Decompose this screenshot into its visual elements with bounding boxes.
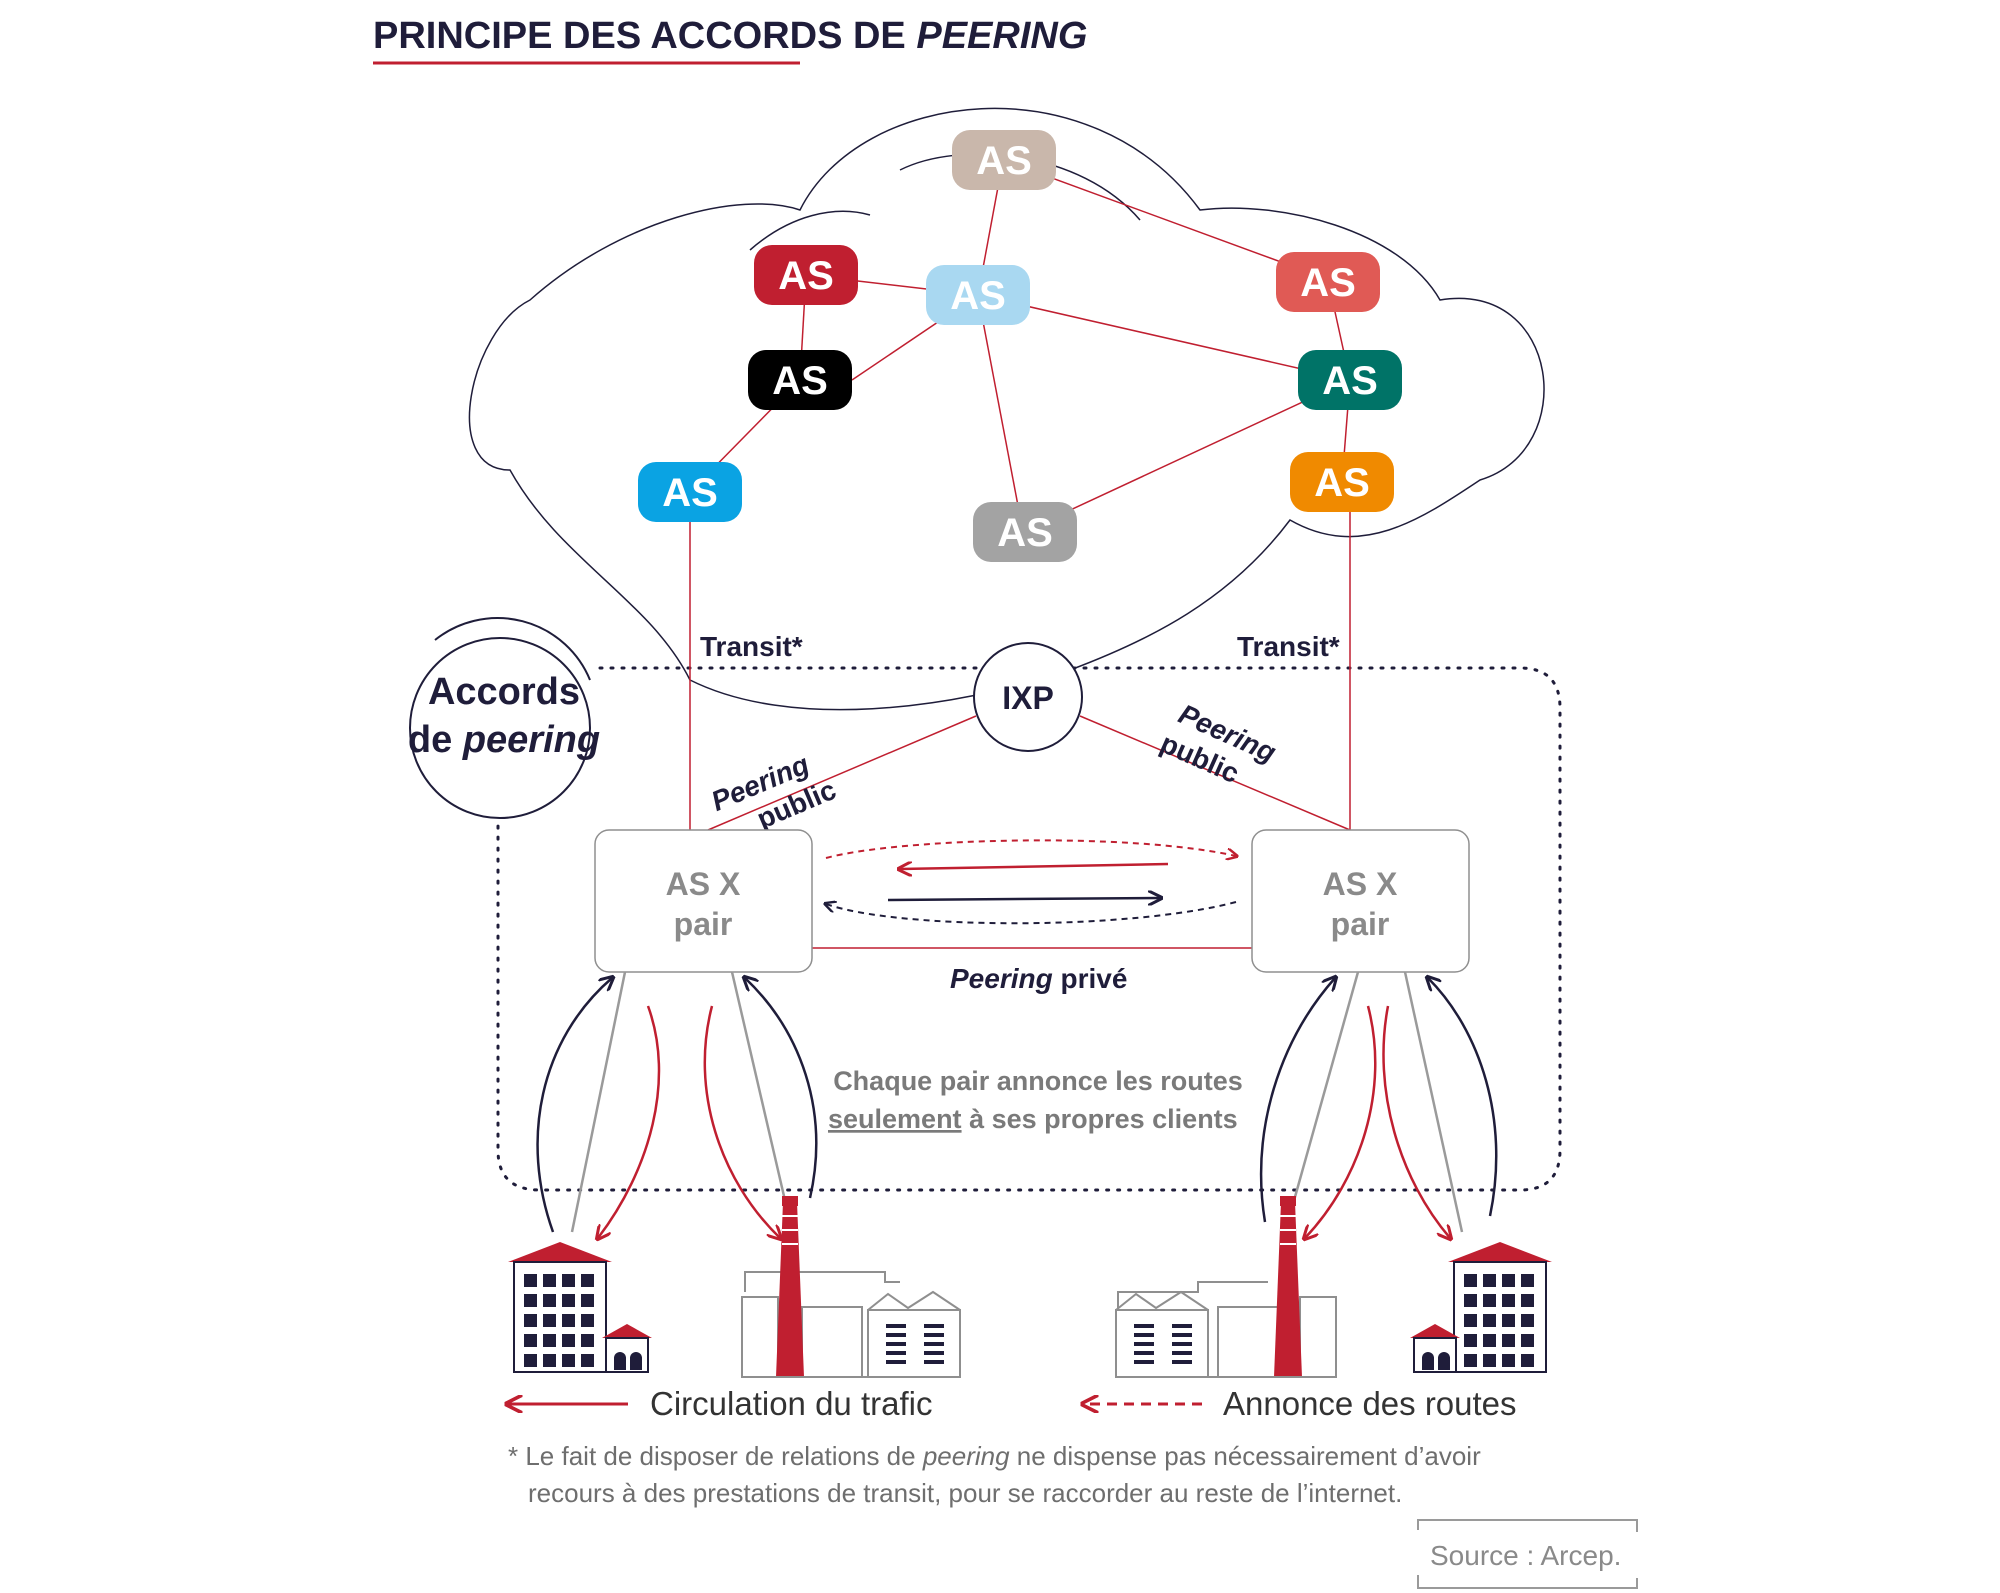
accords-peering-badge: Accords de peering	[408, 617, 600, 819]
svg-text:PRINCIPE DES ACCORDS DE PEERIN: PRINCIPE DES ACCORDS DE PEERING	[373, 15, 1087, 57]
svg-text:AS: AS	[778, 254, 834, 298]
as-node-tan: AS	[952, 130, 1056, 190]
peering-zone-outline	[496, 666, 1562, 1192]
internet-cloud	[468, 107, 1545, 711]
svg-text:Chaque pair annonce les routes: Chaque pair annonce les routes	[833, 1066, 1243, 1096]
as-node-coral: AS	[1276, 252, 1380, 312]
svg-text:AS: AS	[976, 139, 1032, 183]
svg-text:AS: AS	[997, 511, 1053, 555]
svg-text:AS X: AS X	[1323, 866, 1398, 902]
office-building-icon	[508, 1242, 652, 1373]
footnote: * Le fait de disposer de relations de pe…	[508, 1441, 1481, 1508]
factory-icon	[1115, 1196, 1337, 1378]
as-node-grey: AS	[973, 502, 1077, 562]
as-node-orange: AS	[1290, 452, 1394, 512]
as-node-teal: AS	[1298, 350, 1402, 410]
svg-text:Circulation du trafic: Circulation du trafic	[650, 1385, 932, 1422]
title: PRINCIPE DES ACCORDS DE PEERING	[373, 15, 1087, 65]
source-label: Source : Arcep.	[1417, 1519, 1638, 1589]
svg-text:recours à des prestations de t: recours à des prestations de transit, po…	[528, 1478, 1402, 1508]
as-node-red: AS	[754, 245, 858, 305]
peer-box-right: AS X pair	[1251, 829, 1470, 973]
client-flow-arrows	[536, 978, 1498, 1238]
svg-text:AS X: AS X	[666, 866, 741, 902]
public-peering-line-right	[1079, 715, 1351, 831]
client-links	[570, 971, 1464, 1233]
ixp-node: IXP	[973, 642, 1083, 752]
as-node-light-blue: AS	[926, 265, 1030, 325]
routes-note: Chaque pair annonce les routes seulement…	[828, 1066, 1243, 1134]
svg-text:AS: AS	[1322, 359, 1378, 403]
public-peering-line-left	[707, 715, 977, 831]
as-node-blue: AS	[638, 462, 742, 522]
svg-text:pair: pair	[674, 906, 733, 942]
svg-text:Annonce des routes: Annonce des routes	[1223, 1385, 1517, 1422]
svg-text:AS: AS	[772, 359, 828, 403]
svg-text:AS: AS	[1300, 261, 1356, 305]
svg-text:de peering: de peering	[408, 719, 600, 761]
svg-text:seulement à ses propres client: seulement à ses propres clients	[828, 1104, 1238, 1134]
svg-text:* Le fait de disposer de relat: * Le fait de disposer de relations de pe…	[508, 1441, 1481, 1471]
svg-text:AS: AS	[950, 274, 1006, 318]
cloud-inner-curve	[749, 210, 871, 251]
svg-text:Source : Arcep.: Source : Arcep.	[1430, 1540, 1621, 1571]
legend-routes: Annonce des routes	[1084, 1385, 1517, 1422]
svg-text:pair: pair	[1331, 906, 1390, 942]
peer-box-left: AS X pair	[594, 829, 813, 973]
svg-text:Accords: Accords	[428, 671, 580, 713]
peer-exchange-arrows	[826, 839, 1236, 925]
transit-label-right: Transit*	[1237, 631, 1340, 662]
peering-public-label-right: Peering public	[1156, 698, 1281, 789]
svg-text:AS: AS	[1314, 461, 1370, 505]
svg-text:IXP: IXP	[1002, 680, 1054, 716]
svg-text:AS: AS	[662, 471, 718, 515]
office-building-icon	[1410, 1242, 1552, 1373]
factory-icon	[741, 1196, 961, 1378]
as-node-black: AS	[748, 350, 852, 410]
legend-traffic: Circulation du trafic	[508, 1385, 932, 1422]
peering-prive-label: Peering privé	[950, 963, 1127, 994]
transit-label-left: Transit*	[700, 631, 803, 662]
